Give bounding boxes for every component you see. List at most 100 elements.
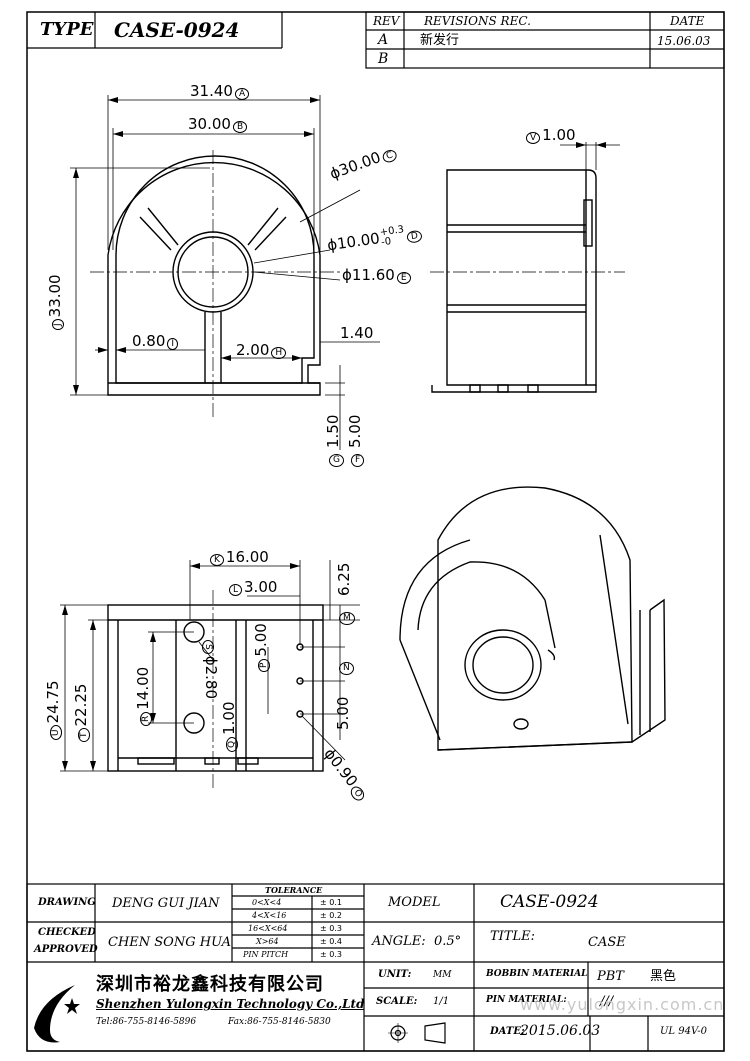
angle-label: ANGLE: xyxy=(372,934,426,949)
callout-e: E xyxy=(396,272,411,284)
dim-24-75: U24.75 xyxy=(44,680,62,740)
dim-value: 1.00 xyxy=(220,701,238,735)
type-value: CASE-0924 xyxy=(114,18,240,42)
rev-a: A xyxy=(378,32,389,48)
bobbin-material-value: PBT xyxy=(597,969,624,984)
dim-value: 1.50 xyxy=(324,414,342,448)
approved-value: CHEN SONG HUA xyxy=(108,935,232,950)
dim-1-40: 1.40 xyxy=(340,324,374,342)
tol-value-1: ± 0.2 xyxy=(320,911,342,920)
tol-value-0: ± 0.1 xyxy=(320,898,342,907)
model-value: CASE-0924 xyxy=(500,892,599,912)
type-label: TYPE xyxy=(40,19,94,40)
side-view xyxy=(431,169,597,393)
date-value: 2015.06.03 xyxy=(520,1023,601,1039)
drawing-value: DENG GUI JIAN xyxy=(112,896,220,911)
callout-h: H xyxy=(271,347,287,359)
callout-q: Q xyxy=(226,736,238,752)
tol-range-2: 16<X<64 xyxy=(248,924,288,933)
bobbin-material-label: BOBBIN MATERIAL xyxy=(486,969,588,979)
dim-1-00-bot: Q1.00 xyxy=(220,701,238,752)
dim-value: 30.00 xyxy=(188,115,231,133)
ul-rating: UL 94V-0 xyxy=(660,1026,708,1037)
dim-value: ϕ2.80 xyxy=(202,655,220,700)
dim-5-00-a: P5.00 xyxy=(252,623,270,672)
dim-value: 16.00 xyxy=(225,548,269,566)
callout-u: U xyxy=(50,725,62,740)
dim-value: 1.00 xyxy=(542,126,576,144)
tol-range-0: 0<X<4 xyxy=(252,898,282,907)
callout-l: L xyxy=(229,584,243,596)
rev-a-record: 新发行 xyxy=(420,33,460,48)
rev-label: REV xyxy=(373,14,400,28)
callout-s: S xyxy=(202,640,214,654)
callout-p: P xyxy=(258,658,270,672)
dim-value: ϕ11.60 xyxy=(342,266,395,284)
checked-label: CHECKED xyxy=(38,927,96,938)
model-label: MODEL xyxy=(388,895,441,910)
callout-m: M xyxy=(339,612,355,625)
scale-label: SCALE: xyxy=(376,996,418,1007)
callout-r: R xyxy=(140,711,152,726)
dim-value: 14.00 xyxy=(134,666,152,710)
callout-j: J xyxy=(52,319,64,330)
watermark: www.yulongxin.com.cn xyxy=(520,995,725,1014)
callout-d: D xyxy=(406,229,423,244)
rev-b: B xyxy=(378,51,389,67)
callout-a: A xyxy=(234,88,250,100)
date-header: DATE xyxy=(670,14,705,28)
callout-i: I xyxy=(167,338,179,350)
dim-22-25: T22.25 xyxy=(72,683,90,742)
dim-1-50: 1.50 xyxy=(324,414,342,448)
dim-5-00-b: 5.00 xyxy=(334,696,352,730)
dim-value: 6.25 xyxy=(335,562,353,596)
tol-value-3: ± 0.4 xyxy=(320,937,342,946)
dim-5-00-side: 5.00 xyxy=(346,415,364,448)
bobbin-material-color: 黑色 xyxy=(650,969,677,984)
drawing-label: DRAWING xyxy=(38,897,96,908)
dim-phi-2-80: Sϕ2.80 xyxy=(202,640,220,700)
company-logo xyxy=(34,985,80,1043)
dim-6-25: 6.25 xyxy=(335,562,353,596)
dim-value: 2.00 xyxy=(236,341,270,359)
dim-value: 5.00 xyxy=(334,696,352,730)
dim-value: 5.00 xyxy=(252,623,270,657)
dim-value: 0.80 xyxy=(132,332,166,350)
pin-material-label: PIN MATERIAL: xyxy=(486,995,567,1005)
date-label: DATE: xyxy=(490,1026,525,1037)
rev-a-date: 15.06.03 xyxy=(657,34,711,48)
callout-v: V xyxy=(526,132,541,144)
company-fax: Fax:86-755-8146-5830 xyxy=(228,1017,331,1027)
revisions-label: REVISIONS REC. xyxy=(424,14,531,28)
callout-k: K xyxy=(210,554,224,566)
company-name-en: Shenzhen Yulongxin Technology Co.,Ltd xyxy=(96,997,365,1011)
tol-value-4: ± 0.3 xyxy=(320,950,342,959)
title-block xyxy=(26,883,725,1052)
callout-n: N xyxy=(339,662,354,675)
tol-value-2: ± 0.3 xyxy=(320,924,342,933)
scale-value: 1/1 xyxy=(433,996,450,1007)
unit-label: UNIT: xyxy=(378,969,412,980)
dim-value: 3.00 xyxy=(244,578,278,596)
dim-14-00: R14.00 xyxy=(134,666,152,726)
tol-range-1: 4<X<16 xyxy=(252,911,287,920)
dim-value: 22.25 xyxy=(72,683,90,727)
isometric-view xyxy=(399,486,666,751)
title-value: CASE xyxy=(588,935,626,950)
company-name-cn: 深圳市裕龙鑫科技有限公司 xyxy=(96,974,324,995)
callout-g: G xyxy=(329,454,344,467)
title-label: TITLE: xyxy=(490,929,535,944)
unit-value: MM xyxy=(433,970,452,980)
tol-range-3: X>64 xyxy=(256,937,279,946)
tolerance-label: TOLERANCE xyxy=(265,885,323,895)
company-tel: Tel:86-755-8146-5896 xyxy=(96,1017,197,1027)
approved-label: APPROVED xyxy=(34,944,98,955)
